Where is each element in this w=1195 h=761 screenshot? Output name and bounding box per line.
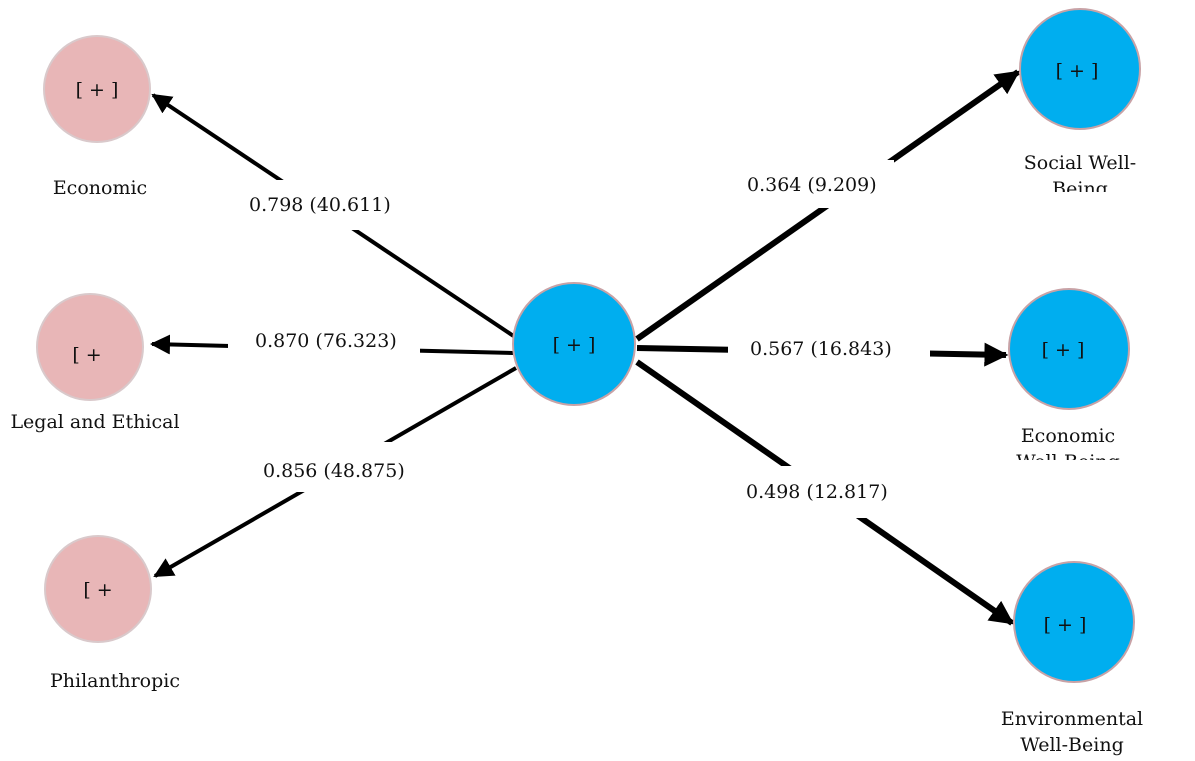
edge-label-philanthropic: 0.856 (48.875)	[263, 460, 405, 482]
node-economic-symbol: [ + ]	[76, 79, 119, 101]
node-economic-well-being-circle	[1008, 288, 1130, 410]
edge-label-bg	[228, 180, 404, 230]
node-social-well-being-name-line1: Social Well-	[1024, 152, 1136, 174]
node-legal-ethical-symbol: [ +	[72, 344, 101, 366]
edge-label-social-well-being: 0.364 (9.209)	[747, 174, 877, 196]
edge-label-economic: 0.798 (40.611)	[249, 194, 391, 216]
edge-label-bg	[228, 320, 420, 360]
node-environmental-well-being-symbol: [ + ]	[1044, 614, 1087, 636]
edge-label-bg	[230, 442, 420, 492]
edge-label-environmental-well-being: 0.498 (12.817)	[746, 481, 888, 503]
edge-label-bg	[726, 160, 894, 208]
node-social-well-being-name-clip: Social Well- Being	[1024, 152, 1136, 200]
node-social-well-being[interactable]: [ + ]	[1019, 8, 1141, 130]
node-environmental-well-being-name-line1: Environmental	[1001, 708, 1143, 730]
node-center[interactable]: [ + ]	[512, 282, 636, 406]
node-legal-ethical[interactable]: [ +	[36, 293, 144, 401]
node-philanthropic-symbol: [ +	[83, 579, 112, 601]
edge-label-legal-ethical: 0.870 (76.323)	[255, 330, 397, 352]
node-legal-ethical-name: Legal and Ethical	[10, 411, 179, 433]
node-economic-well-being[interactable]: [ + ]	[1008, 288, 1130, 410]
node-economic[interactable]: [ + ]	[43, 35, 151, 143]
node-social-well-being-circle	[1019, 8, 1141, 130]
node-economic-well-being-symbol: [ + ]	[1042, 339, 1085, 361]
edge-label-economic-well-being: 0.567 (16.843)	[750, 338, 892, 360]
node-philanthropic[interactable]: [ +	[44, 535, 152, 643]
node-philanthropic-name: Philanthropic	[50, 670, 180, 692]
node-legal-ethical-circle	[36, 293, 144, 401]
node-economic-well-being-name-clip: Economic Well-Being	[1016, 425, 1119, 473]
edge-label-bg	[728, 328, 930, 370]
node-environmental-well-being[interactable]: [ + ]	[1013, 561, 1135, 683]
node-social-well-being-name-line2: Being	[1052, 178, 1108, 200]
node-economic-name: Economic	[53, 177, 147, 199]
node-philanthropic-circle	[44, 535, 152, 643]
edge-label-bg	[728, 466, 904, 518]
node-social-well-being-symbol: [ + ]	[1056, 60, 1099, 82]
node-economic-well-being-name-line2: Well-Being	[1016, 451, 1119, 473]
node-center-symbol: [ + ]	[553, 334, 596, 356]
node-center-circle	[512, 282, 636, 406]
node-environmental-well-being-circle	[1013, 561, 1135, 683]
node-economic-circle	[43, 35, 151, 143]
node-economic-well-being-name-line1: Economic	[1021, 425, 1115, 447]
node-environmental-well-being-name-line2: Well-Being	[1020, 734, 1123, 756]
